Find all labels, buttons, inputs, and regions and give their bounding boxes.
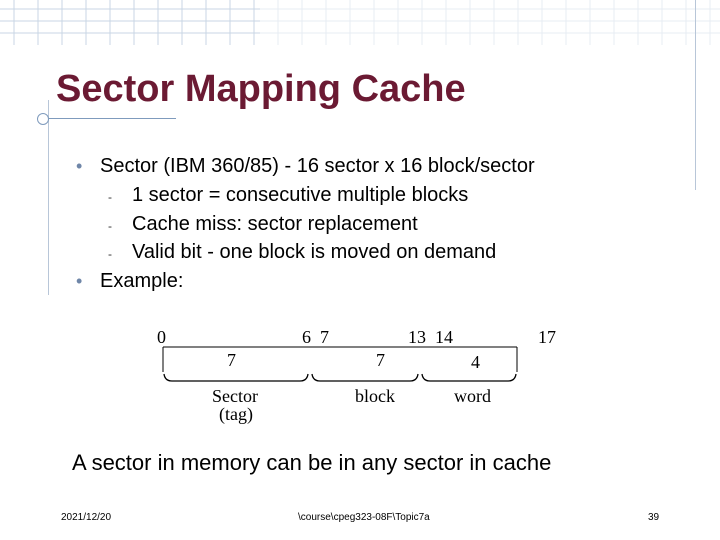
sub-bullet-item: 1 sector = consecutive multiple blocks — [132, 184, 469, 206]
sub-bullet-item: Cache miss: sector replacement — [132, 213, 418, 235]
field-name-sector: Sector — [212, 386, 258, 406]
field-name-block: block — [355, 386, 395, 406]
background-grid — [0, 0, 720, 45]
field-box-outline — [162, 346, 518, 372]
field-name-word: word — [454, 386, 491, 406]
sub-bullet-icon: - — [108, 247, 112, 261]
title-vertical-rule — [48, 100, 49, 295]
slide-title: Sector Mapping Cache — [56, 68, 466, 110]
decorative-circle-icon — [37, 113, 49, 125]
bullet-icon: • — [76, 156, 83, 176]
field-width-block: 7 — [376, 350, 385, 370]
footer-date: 2021/12/20 — [61, 512, 112, 523]
caption-text: A sector in memory can be in any sector … — [72, 450, 552, 475]
footer-path: \course\cpeg323-08F\Topic7a — [298, 512, 430, 523]
bit-label-sector-end: 6 7 — [302, 327, 329, 347]
bit-label-start: 0 — [157, 327, 166, 347]
field-name-tag: (tag) — [219, 404, 253, 424]
title-underline — [38, 118, 176, 119]
sub-bullet-item: Valid bit - one block is moved on demand — [132, 241, 497, 263]
decorative-vertical-line — [695, 0, 696, 190]
footer-page-number: 39 — [648, 512, 660, 523]
field-width-sector: 7 — [227, 350, 236, 370]
bullet-icon: • — [76, 271, 83, 291]
bullet-item: Example: — [100, 270, 184, 292]
field-braces — [163, 373, 517, 382]
field-width-word: 4 — [471, 352, 480, 372]
bit-label-end: 17 — [538, 327, 556, 347]
bit-label-block-end: 13 14 — [408, 327, 453, 347]
sub-bullet-icon: - — [108, 190, 112, 204]
sub-bullet-icon: - — [108, 219, 112, 233]
bullet-item: Sector (IBM 360/85) - 16 sector x 16 blo… — [100, 155, 535, 177]
